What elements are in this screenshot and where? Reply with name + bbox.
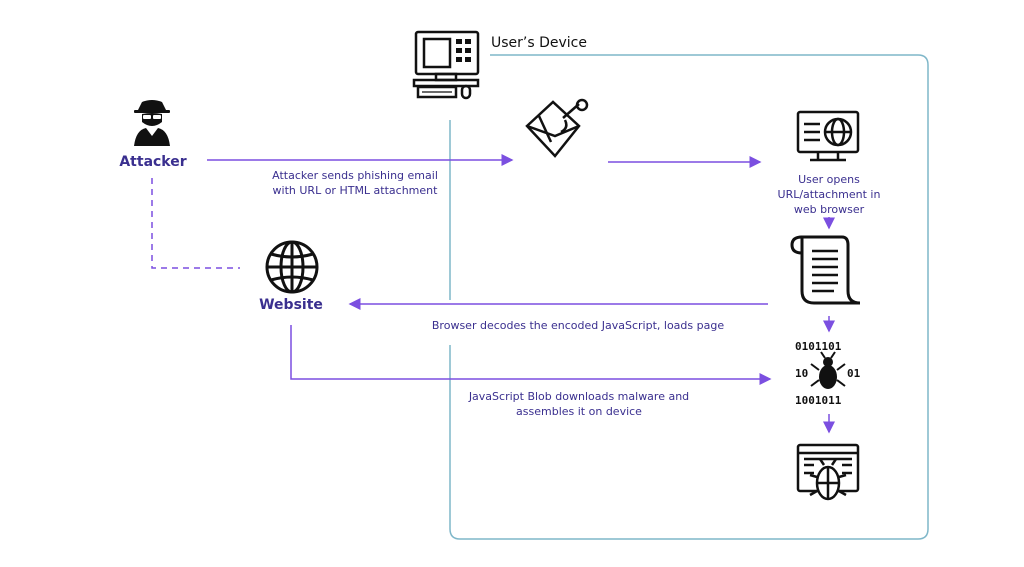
decodes-label: Browser decodes the encoded JavaScript, … (431, 319, 725, 332)
opens-line1: User opens (798, 173, 860, 186)
svg-text:1001011: 1001011 (795, 394, 842, 407)
opens-label: User opens URL/attachment in web browser (762, 172, 896, 217)
script-scroll-icon (790, 235, 861, 305)
binary-bug-icon: 0101101 1001011 10 01 (795, 340, 861, 407)
opens-line2: URL/attachment in (777, 188, 881, 201)
desktop-computer-icon (412, 30, 480, 100)
attacker-label: Attacker (119, 154, 187, 170)
arrow-website-to-malware (290, 325, 772, 385)
phishing-email-icon (525, 98, 589, 158)
send-email-label: Attacker sends phishing email with URL o… (250, 168, 460, 198)
hacker-icon (134, 100, 170, 146)
blob-label: JavaScript Blob downloads malware and as… (440, 389, 718, 419)
globe-icon (265, 240, 319, 294)
blob-line1: JavaScript Blob downloads malware and (468, 390, 690, 403)
web-browser-icon (796, 110, 860, 162)
send-email-line1: Attacker sends phishing email (272, 169, 438, 182)
svg-text:10: 10 (795, 367, 808, 380)
infected-browser-icon (796, 443, 860, 501)
svg-text:01: 01 (847, 367, 861, 380)
svg-text:0101101: 0101101 (795, 340, 842, 353)
device-boundary (449, 54, 929, 540)
device-box-title: User’s Device (491, 35, 587, 51)
website-label: Website (259, 297, 323, 313)
send-email-line2: with URL or HTML attachment (272, 184, 438, 197)
opens-line3: web browser (793, 203, 865, 216)
dashed-attacker-website-link (151, 178, 240, 269)
blob-line2: assembles it on device (516, 405, 642, 418)
